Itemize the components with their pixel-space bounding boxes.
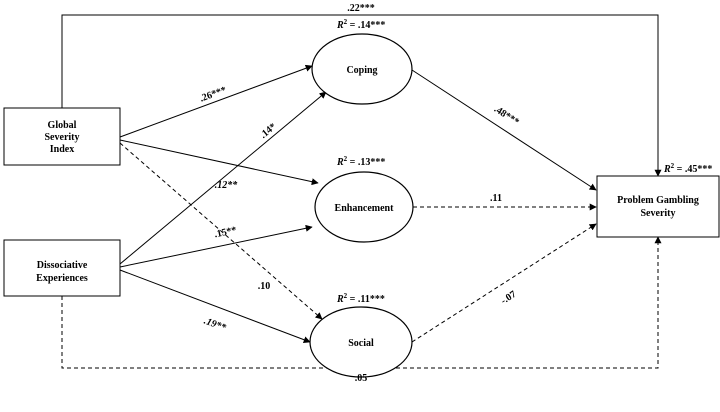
node-dis-line-1: Dissociative [37,260,88,271]
edge-gsi-enhancement [119,139,319,186]
coef-social-pgs: -.07 [499,289,518,307]
node-coping: Coping [311,33,413,105]
edge-gsi-social [119,142,323,320]
node-social-label: Social [348,338,374,349]
node-coping-label: Coping [346,65,377,76]
node-global-severity-index: Global Severity Index [3,107,121,166]
node-dis-line-2: Experiences [36,273,88,284]
node-dissociative-experiences: Dissociative Experiences [3,239,121,297]
node-pgs-line-1: Problem Gambling [617,195,699,206]
coef-gsi-pgs: .22*** [347,3,375,14]
node-pgs-line-2: Severity [641,208,676,219]
coef-dis-pgs: .05 [355,373,368,384]
edge-social-pgs [411,223,597,343]
edge-coping-pgs [411,69,597,191]
coef-dis-enhancement: .15** [213,225,237,240]
edge-dis-pgs [61,236,662,369]
node-enhancement-label: Enhancement [335,203,395,214]
edge-gsi-coping [119,64,313,138]
coef-dis-social: .19** [202,316,228,334]
coef-gsi-coping: .26*** [198,85,228,105]
coef-dis-coping: .14* [258,121,278,141]
node-gsi-line-1: Global [48,120,77,131]
node-gsi-line-2: Severity [45,132,80,143]
node-enhancement: Enhancement [314,171,414,243]
coef-gsi-enhancement: .12** [215,180,239,191]
node-gsi-line-3: Index [50,144,74,155]
r2-coping: R2 = .14*** [336,18,385,31]
edge-dis-enhancement [119,224,313,268]
node-social: Social [309,306,413,378]
edge-dis-coping [119,91,327,265]
r2-pgs: R2 = .45*** [663,162,712,175]
coef-enhancement-pgs: .11 [490,193,502,204]
edge-dis-social [119,269,311,344]
edge-gsi-pgs [61,14,662,177]
r2-enhancement: R2 = .13*** [336,155,385,168]
node-problem-gambling-severity: Problem Gambling Severity [596,175,720,238]
r2-social: R2 = .11*** [336,292,385,305]
coef-gsi-social: .10 [258,281,271,292]
